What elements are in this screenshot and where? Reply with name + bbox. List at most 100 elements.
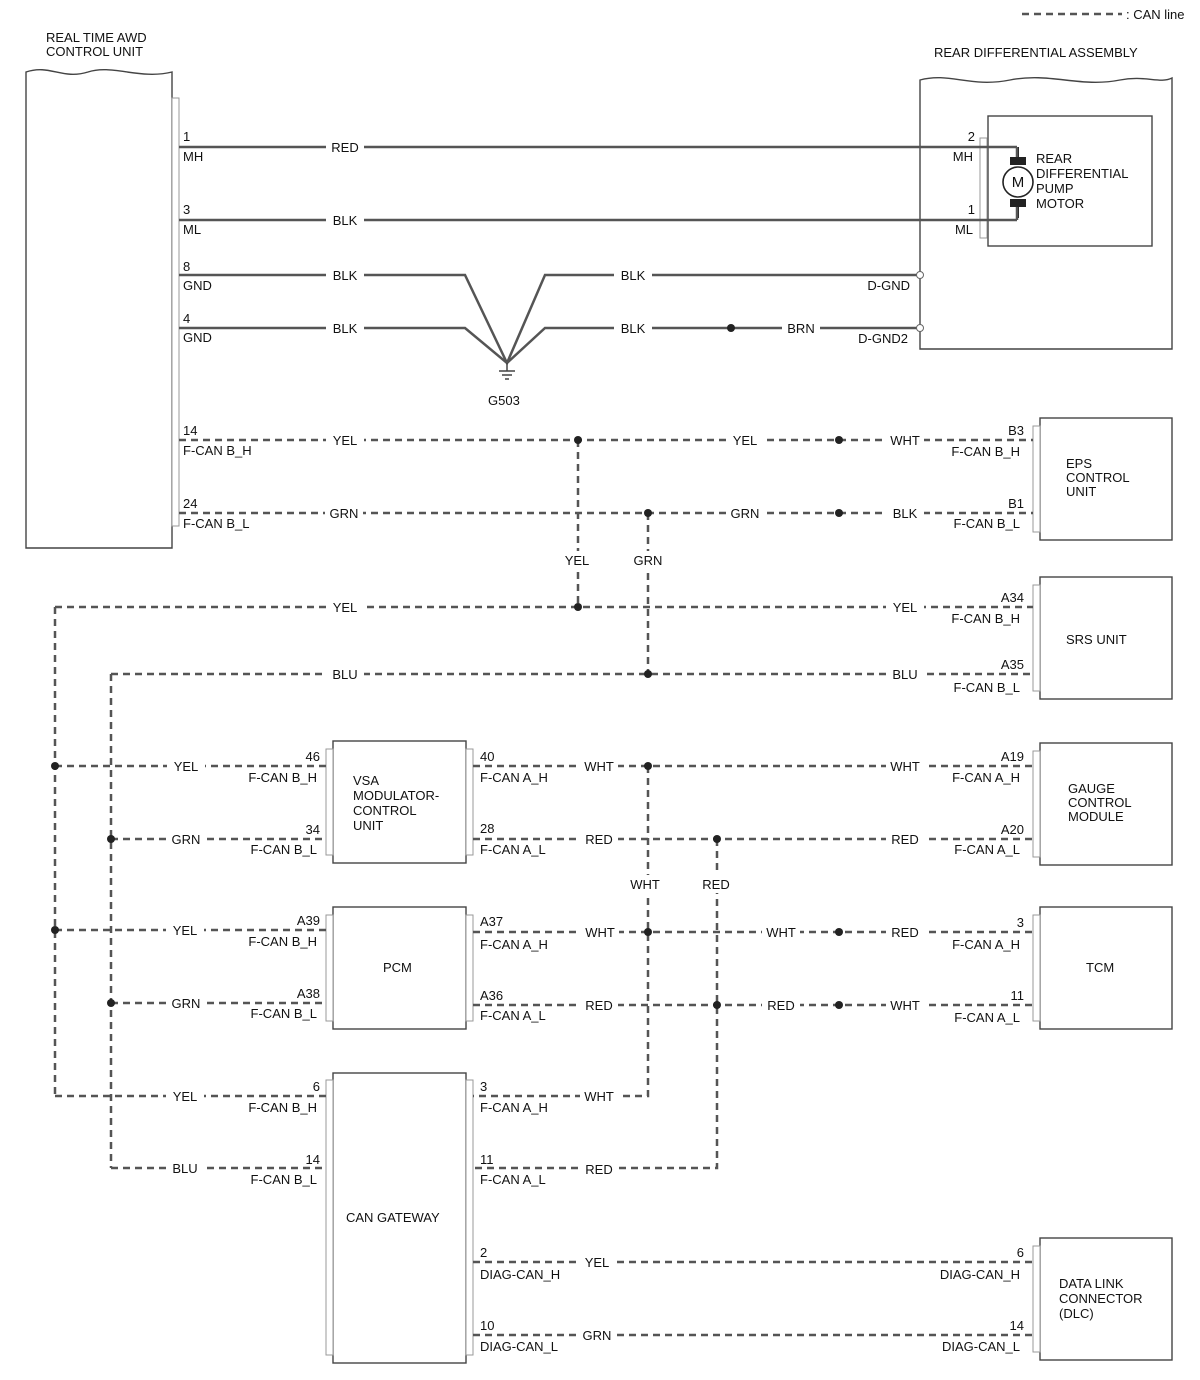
motor-brush-top: [1010, 157, 1026, 165]
pin-pcm-a38-name: F-CAN B_L: [251, 1006, 317, 1021]
pin-srs-a34-num: A34: [1001, 590, 1024, 605]
pin-eps-b3-num: B3: [1008, 423, 1024, 438]
pin-gcm-a20-num: A20: [1001, 822, 1024, 837]
can-gateway-connector-left: [325, 1079, 334, 1356]
eps-label-line2: CONTROL: [1066, 470, 1130, 485]
pin-awd-24-name: F-CAN B_L: [183, 516, 249, 531]
splice-red-pcm: [713, 1001, 721, 1009]
pin-gw-11-name: F-CAN A_L: [480, 1172, 546, 1187]
pin-awd-1-num: 1: [183, 129, 190, 144]
pin-gw-3-num: 3: [480, 1079, 487, 1094]
wire-color-gw-al: RED: [585, 1162, 612, 1177]
splice-wht-vsa: [644, 762, 652, 770]
gauge-label-line1: GAUGE: [1068, 781, 1115, 796]
motor-symbol: M: [1012, 174, 1025, 191]
splice-grn-srs: [644, 670, 652, 678]
pin-vsa-28-num: 28: [480, 821, 494, 836]
pin-gw-14-name: F-CAN B_L: [251, 1172, 317, 1187]
pin-rd-2-name: MH: [953, 149, 973, 164]
splice-tcm-l: [835, 1001, 843, 1009]
wire-color-srs-l-a: BLU: [332, 667, 357, 682]
pin-rd-1-num: 1: [968, 202, 975, 217]
pin-awd-4-num: 4: [183, 311, 190, 326]
wire-color-diag-h: YEL: [585, 1255, 610, 1270]
wire-color-pcm-ah-c: RED: [891, 925, 918, 940]
wire-color-awd-l-c: BLK: [893, 506, 918, 521]
pcm-label: PCM: [383, 960, 412, 975]
pin-srs-a35-num: A35: [1001, 657, 1024, 672]
pcm-connector-left: [325, 914, 334, 1022]
pin-awd-14-name: F-CAN B_H: [183, 443, 252, 458]
pin-vsa-28-name: F-CAN A_L: [480, 842, 546, 857]
pin-rd-2-num: 2: [968, 129, 975, 144]
gauge-connector: [1032, 750, 1041, 858]
splice-eps-h: [835, 436, 843, 444]
gauge-label-line2: CONTROL: [1068, 795, 1132, 810]
wire-color-drop-wht: WHT: [630, 877, 660, 892]
pin-pcm-a38-num: A38: [297, 986, 320, 1001]
wire-color-pcm-al-c: WHT: [890, 998, 920, 1013]
rear-diff-motor-connector: [979, 137, 988, 239]
splice-bus-l-vsa: [107, 835, 115, 843]
can-gateway-label: CAN GATEWAY: [346, 1210, 440, 1225]
wire-color-labels: RED BLK BLK BLK BLK BLK BRN YEL YEL WHT …: [166, 138, 924, 1344]
pin-awd-1-name: MH: [183, 149, 203, 164]
pin-gw-2-num: 2: [480, 1245, 487, 1260]
pin-awd-4-name: GND: [183, 330, 212, 345]
pin-gw-10-name: DIAG-CAN_L: [480, 1339, 558, 1354]
dlc-label-line1: DATA LINK: [1059, 1276, 1124, 1291]
wire-color-pcm-ah-b: WHT: [766, 925, 796, 940]
splice-gnd: [727, 324, 735, 332]
pin-pcm-a36-num: A36: [480, 988, 503, 1003]
pin-awd-8-name: GND: [183, 278, 212, 293]
vsa-label-line3: CONTROL: [353, 803, 417, 818]
splice-bus-l-pcm: [107, 999, 115, 1007]
eps-label-line3: UNIT: [1066, 484, 1096, 499]
wire-color-awd-h-b: YEL: [733, 433, 758, 448]
wire-color-gnd4-b: BLK: [621, 321, 646, 336]
wire-color-pcm-al-b: RED: [767, 998, 794, 1013]
wire-color-diag-l: GRN: [583, 1328, 612, 1343]
rear-diff-title: REAR DIFFERENTIAL ASSEMBLY: [934, 45, 1138, 60]
pin-vsa-46-num: 46: [306, 749, 320, 764]
dlc-box: [1039, 1237, 1173, 1361]
pin-dlc-14-num: 14: [1010, 1318, 1024, 1333]
pin-vsa-46-name: F-CAN B_H: [248, 770, 317, 785]
wire-color-vsa-bl: GRN: [172, 832, 201, 847]
motor-label-line2: DIFFERENTIAL: [1036, 166, 1128, 181]
pin-gw-6-num: 6: [313, 1079, 320, 1094]
wire-color-awd-l-b: GRN: [731, 506, 760, 521]
motor-label-line3: PUMP: [1036, 181, 1074, 196]
wire-color-drop-grn: GRN: [634, 553, 663, 568]
pin-vsa-40-name: F-CAN A_H: [480, 770, 548, 785]
wire-color-drop-yel: YEL: [565, 553, 590, 568]
eps-label-line1: EPS: [1066, 456, 1092, 471]
vsa-connector-right: [465, 748, 474, 856]
awd-unit-title-line2: CONTROL UNIT: [46, 44, 143, 59]
pin-pcm-a39-num: A39: [297, 913, 320, 928]
wire-color-vsa-al-b: RED: [891, 832, 918, 847]
wire-color-srs-l-b: BLU: [892, 667, 917, 682]
dlc-label-line2: CONNECTOR: [1059, 1291, 1143, 1306]
wire-color-drop-red: RED: [702, 877, 729, 892]
pin-dlc-14-name: DIAG-CAN_L: [942, 1339, 1020, 1354]
wire-color-awd-h-a: YEL: [333, 433, 358, 448]
pin-rd-1-name: ML: [955, 222, 973, 237]
pin-tcm-3-num: 3: [1017, 915, 1024, 930]
wire-color-awd-l-a: GRN: [330, 506, 359, 521]
pin-gw-10-num: 10: [480, 1318, 494, 1333]
wire-color-vsa-ah-b: WHT: [890, 759, 920, 774]
pin-pcm-a37-name: F-CAN A_H: [480, 937, 548, 952]
eps-connector: [1032, 425, 1041, 533]
pin-awd-24-num: 24: [183, 496, 197, 511]
wire-color-gnd8-a: BLK: [333, 268, 358, 283]
pin-vsa-34-name: F-CAN B_L: [251, 842, 317, 857]
pin-tcm-3-name: F-CAN A_H: [952, 937, 1020, 952]
terminal-d-gnd2: [916, 324, 924, 332]
splice-grn-top: [644, 509, 652, 517]
awd-unit-title-line1: REAL TIME AWD: [46, 30, 147, 45]
tcm-connector: [1032, 914, 1041, 1022]
pin-pcm-a36-name: F-CAN A_L: [480, 1008, 546, 1023]
wire-color-vsa-al-a: RED: [585, 832, 612, 847]
wire-color-gw-ah: WHT: [584, 1089, 614, 1104]
